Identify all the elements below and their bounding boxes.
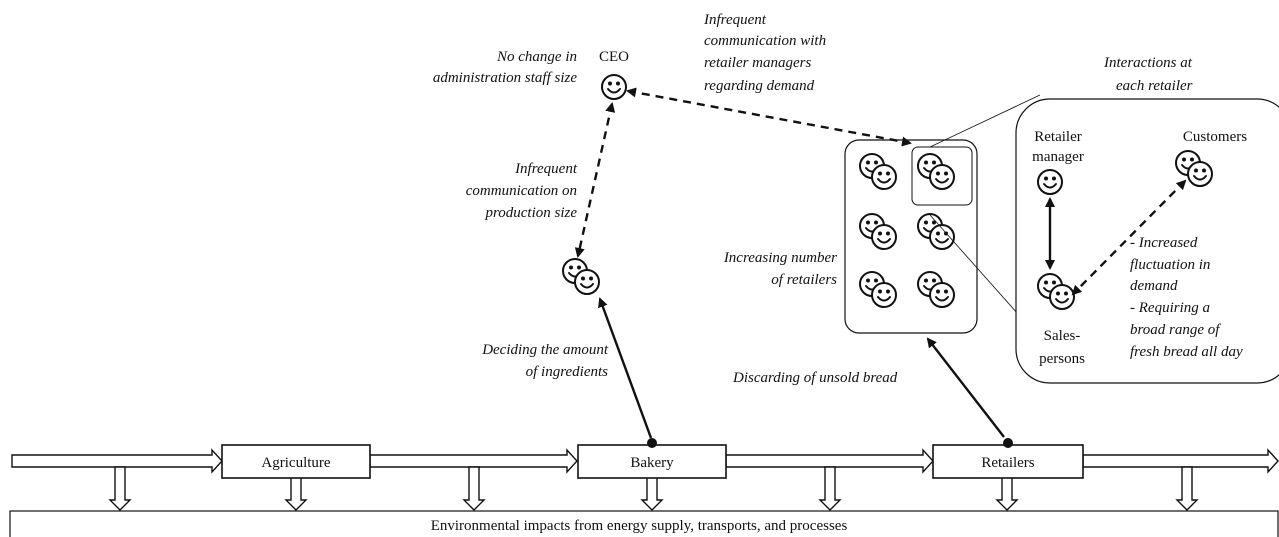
retailers-group-to-retailers-arrow [926,337,1005,438]
fluctuation-note: - Increased fluctuation in demand - Requ… [1130,235,1243,360]
svg-text:Interactions at: Interactions at [1103,55,1193,71]
zoom-line-top [929,94,1041,148]
bakery-box [577,444,727,479]
svg-text:regarding demand: regarding demand [704,78,815,94]
svg-text:of retailers: of retailers [771,272,837,288]
svg-text:of ingredients: of ingredients [526,364,609,380]
ceo-label: CEO [599,49,629,65]
interactions-note: Interactions at each retailer [1103,55,1193,94]
svg-text:fluctuation in: fluctuation in [1130,257,1210,273]
salespersons-label-2: persons [1039,351,1085,367]
customers-label: Customers [1183,129,1247,145]
svg-text:Deciding the amount: Deciding the amount [481,342,609,358]
agriculture-box [221,444,371,479]
svg-text:Increasing number: Increasing number [723,250,837,266]
svg-text:broad range of: broad range of [1130,322,1221,338]
svg-text:fresh bread all day: fresh bread all day [1130,344,1243,360]
ceo-face-icon [601,74,627,100]
retailer-manager-face-icon [1037,169,1063,195]
svg-text:Infrequent: Infrequent [703,12,767,28]
retailer-manager-label-2: manager [1032,149,1084,165]
increasing-retailers-note: Increasing number of retailers [723,250,837,288]
main-flow-arrows [11,448,1279,474]
bakery-staff-icon [563,259,599,294]
production-communication-note: Infrequent communication on production s… [466,161,578,221]
retailers-connection-dot [1003,438,1013,448]
svg-text:communication on: communication on [466,183,577,199]
ceo-retailer-communication-note: Infrequent communication with retailer m… [703,12,826,94]
salespersons-label-1: Sales- [1044,328,1081,344]
bakery-staff-to-bakery-arrow [598,297,653,439]
admin-staff-note: No change in administration staff size [433,49,578,86]
discarding-note: Discarding of unsold bread [732,370,898,386]
retailers-label: Retailers [981,455,1034,471]
single-retailer-highlight [911,146,973,206]
svg-text:- Increased: - Increased [1130,235,1198,251]
ceo-retailers-dashed-arrow [626,87,912,147]
svg-text:No change in: No change in [496,49,577,65]
agriculture-label: Agriculture [261,455,330,471]
retailer-manager-label-1: Retailer [1034,129,1081,145]
svg-text:Infrequent: Infrequent [514,161,578,177]
bakery-connection-dot [647,438,657,448]
svg-text:production size: production size [484,205,577,221]
svg-text:retailer managers: retailer managers [704,55,812,71]
svg-text:communication with: communication with [704,33,826,49]
bakery-label: Bakery [630,455,674,471]
environmental-impacts-label: Environmental impacts from energy supply… [431,518,848,534]
customers-salespersons-dashed-arrow [1071,179,1187,296]
svg-text:demand: demand [1130,278,1178,294]
svg-text:- Requiring a: - Requiring a [1130,300,1210,316]
ingredients-note: Deciding the amount of ingredients [481,342,609,380]
svg-text:administration staff size: administration staff size [433,70,578,86]
environmental-impacts-bar [9,510,1279,537]
ceo-bakery-dashed-arrow [574,102,616,258]
svg-text:each retailer: each retailer [1116,78,1193,94]
